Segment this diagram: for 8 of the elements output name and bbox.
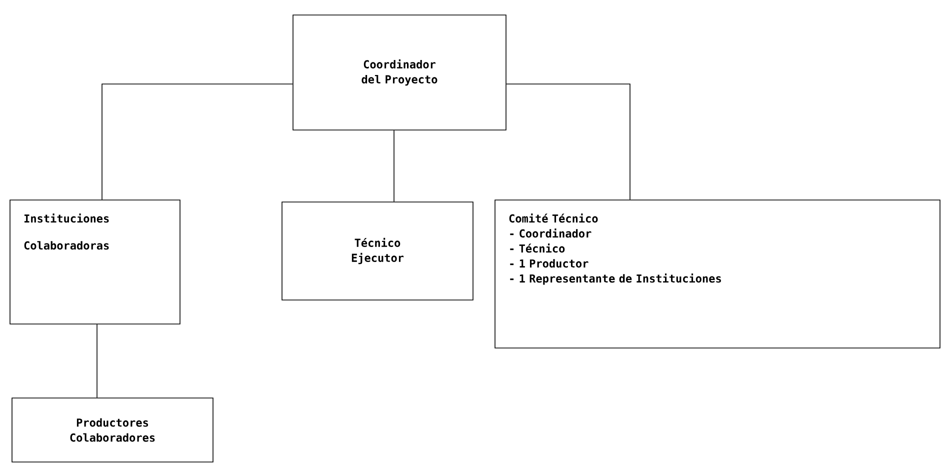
- connector-line: [102, 84, 293, 200]
- org-box: Técnico Ejecutor: [282, 202, 474, 300]
- org-box: Coordinador del Proyecto: [292, 14, 506, 130]
- org-box: Instituciones Colaboradoras: [10, 200, 180, 324]
- connector-line: [96, 324, 98, 398]
- org-box: Comité Técnico - Coordinador - Técnico - 1 Productor - 1 Representante de Instituciones: [494, 200, 940, 348]
- org-box: Productores Colaboradores: [12, 398, 214, 462]
- connector-line: [506, 84, 630, 200]
